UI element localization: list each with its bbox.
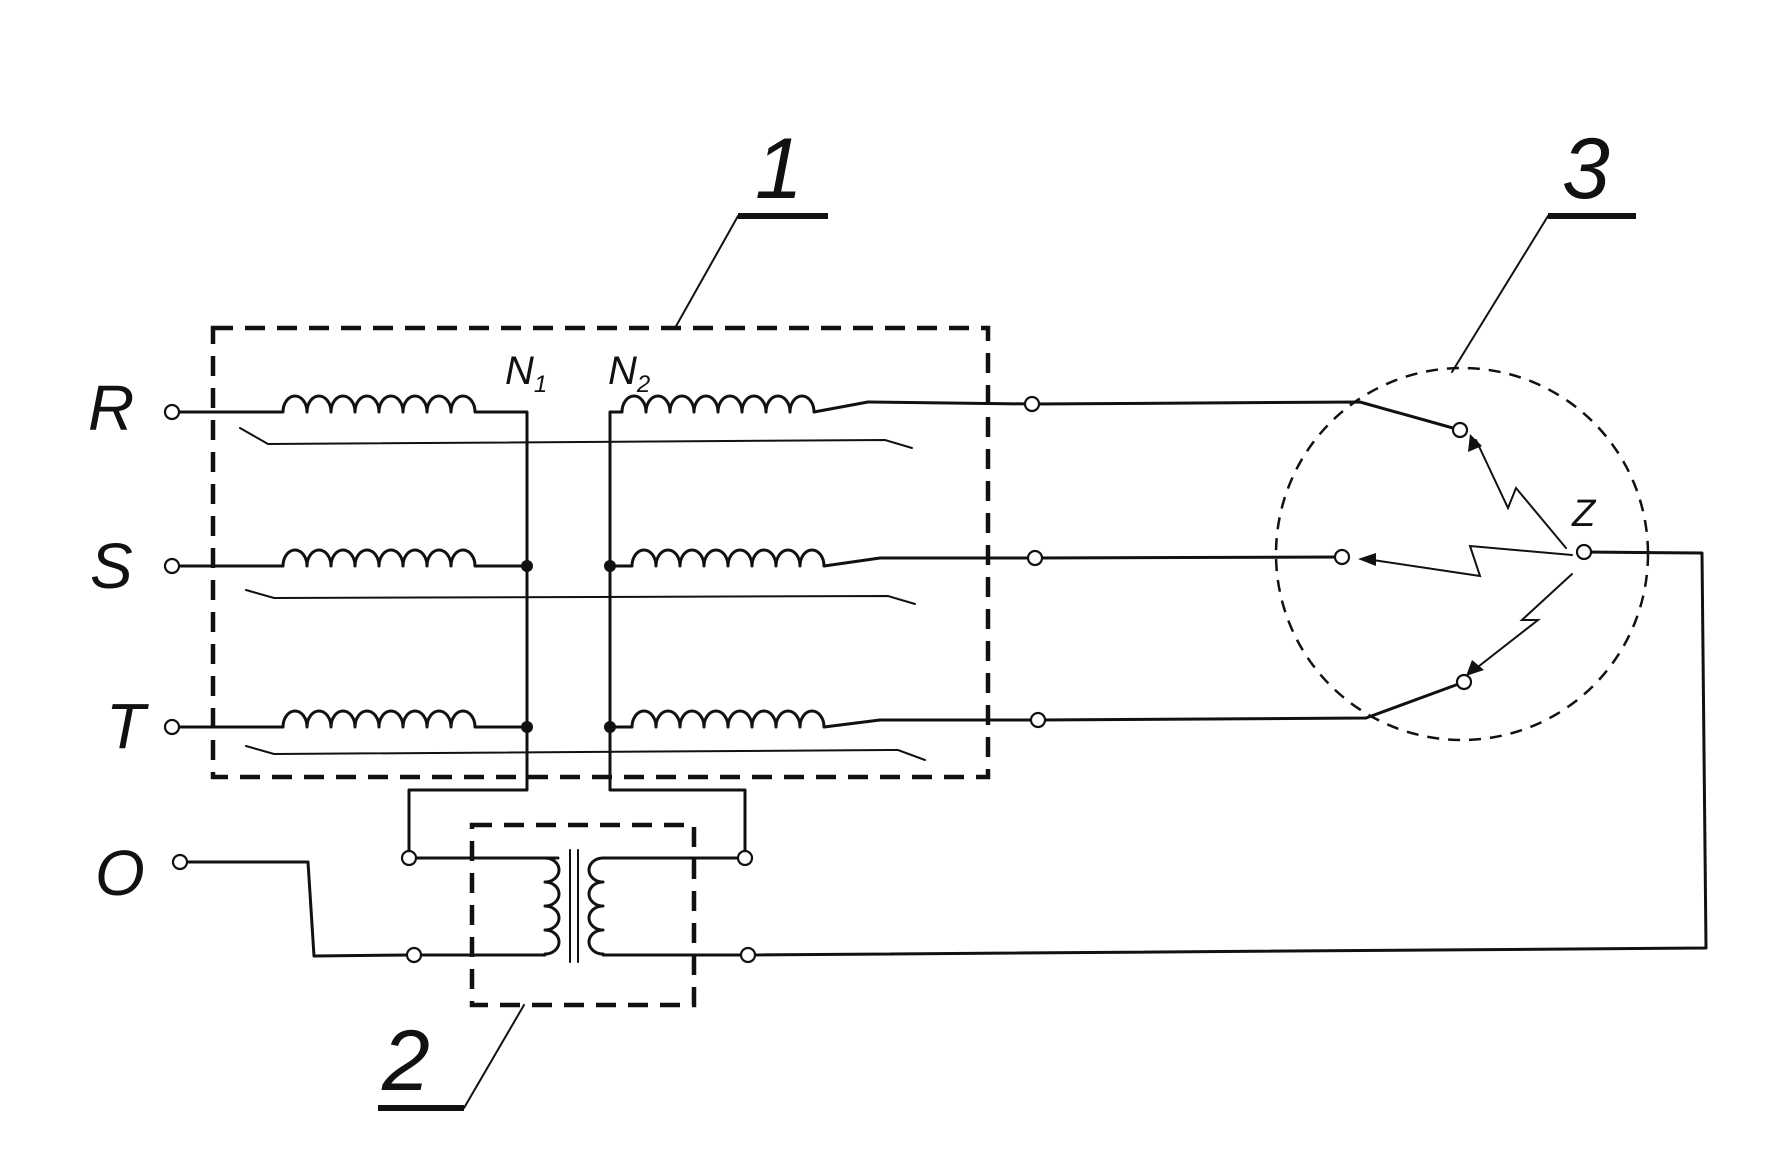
terminal-t-out: [1029, 711, 1047, 729]
n1-junction-t: [521, 721, 533, 733]
transformer-box-1: [210, 325, 991, 780]
load-terminal-t: [1455, 673, 1473, 691]
reference-label-1: 1: [755, 121, 803, 217]
reference-leader-1: [674, 215, 739, 329]
transformer-box-2: [469, 822, 697, 1008]
load-label-z: Z: [1571, 493, 1597, 535]
t2-terminal-top-right: [736, 849, 754, 867]
secondary-coil-s: [610, 548, 881, 568]
terminal-s-out: [1026, 549, 1044, 567]
terminal-o-in: [171, 853, 189, 871]
load-terminal-r: [1451, 421, 1469, 439]
n1-star-bus: [407, 410, 529, 860]
phase-label-r: R: [88, 372, 134, 444]
output-line-t: [878, 680, 1466, 722]
reference-label-2: 2: [381, 1013, 430, 1109]
phase-label-s: S: [90, 530, 133, 602]
load-terminal-s: [1333, 548, 1351, 566]
load-terminal-z: [1575, 543, 1593, 561]
terminal-s-in: [163, 557, 181, 575]
primary-coil-s: [281, 548, 527, 568]
secondary-coil-t: [610, 709, 881, 729]
coil-label-n1: N1: [505, 349, 547, 398]
terminal-t-in: [163, 718, 181, 736]
reference-label-3: 3: [1562, 121, 1610, 217]
core-line-t: [245, 745, 926, 761]
terminal-r-in: [163, 403, 181, 421]
return-wire: [746, 550, 1708, 957]
phase-label-o: O: [95, 837, 145, 909]
output-line-r: [866, 400, 1462, 432]
t2-terminal-bottom-right: [739, 946, 757, 964]
reference-leader-3: [1451, 215, 1549, 373]
terminal-r-out: [1023, 395, 1041, 413]
primary-coil-t: [281, 709, 527, 729]
secondary-coil-r: [610, 394, 869, 414]
neutral-lead: [184, 860, 412, 958]
n1-junction-s: [521, 560, 533, 572]
phase-label-t: T: [106, 690, 149, 762]
arrow-s: [1358, 553, 1376, 566]
output-line-s: [878, 555, 1344, 560]
n2-star-bus: [608, 410, 747, 860]
t2-terminal-top-left: [400, 849, 418, 867]
core-line-r: [239, 427, 913, 449]
t2-secondary-coil: [587, 856, 742, 957]
arrow-t: [1466, 660, 1484, 676]
primary-coil-r: [281, 394, 527, 414]
arrow-r: [1468, 434, 1482, 452]
spark-s: [1365, 544, 1573, 578]
t2-terminal-bottom-left: [405, 946, 423, 964]
reference-leader-2: [463, 1004, 525, 1109]
coil-label-n2: N2: [608, 349, 650, 398]
spark-t: [1473, 573, 1573, 671]
core-line-s: [245, 589, 916, 605]
spark-r: [1475, 439, 1567, 549]
t2-primary-coil: [416, 856, 561, 957]
